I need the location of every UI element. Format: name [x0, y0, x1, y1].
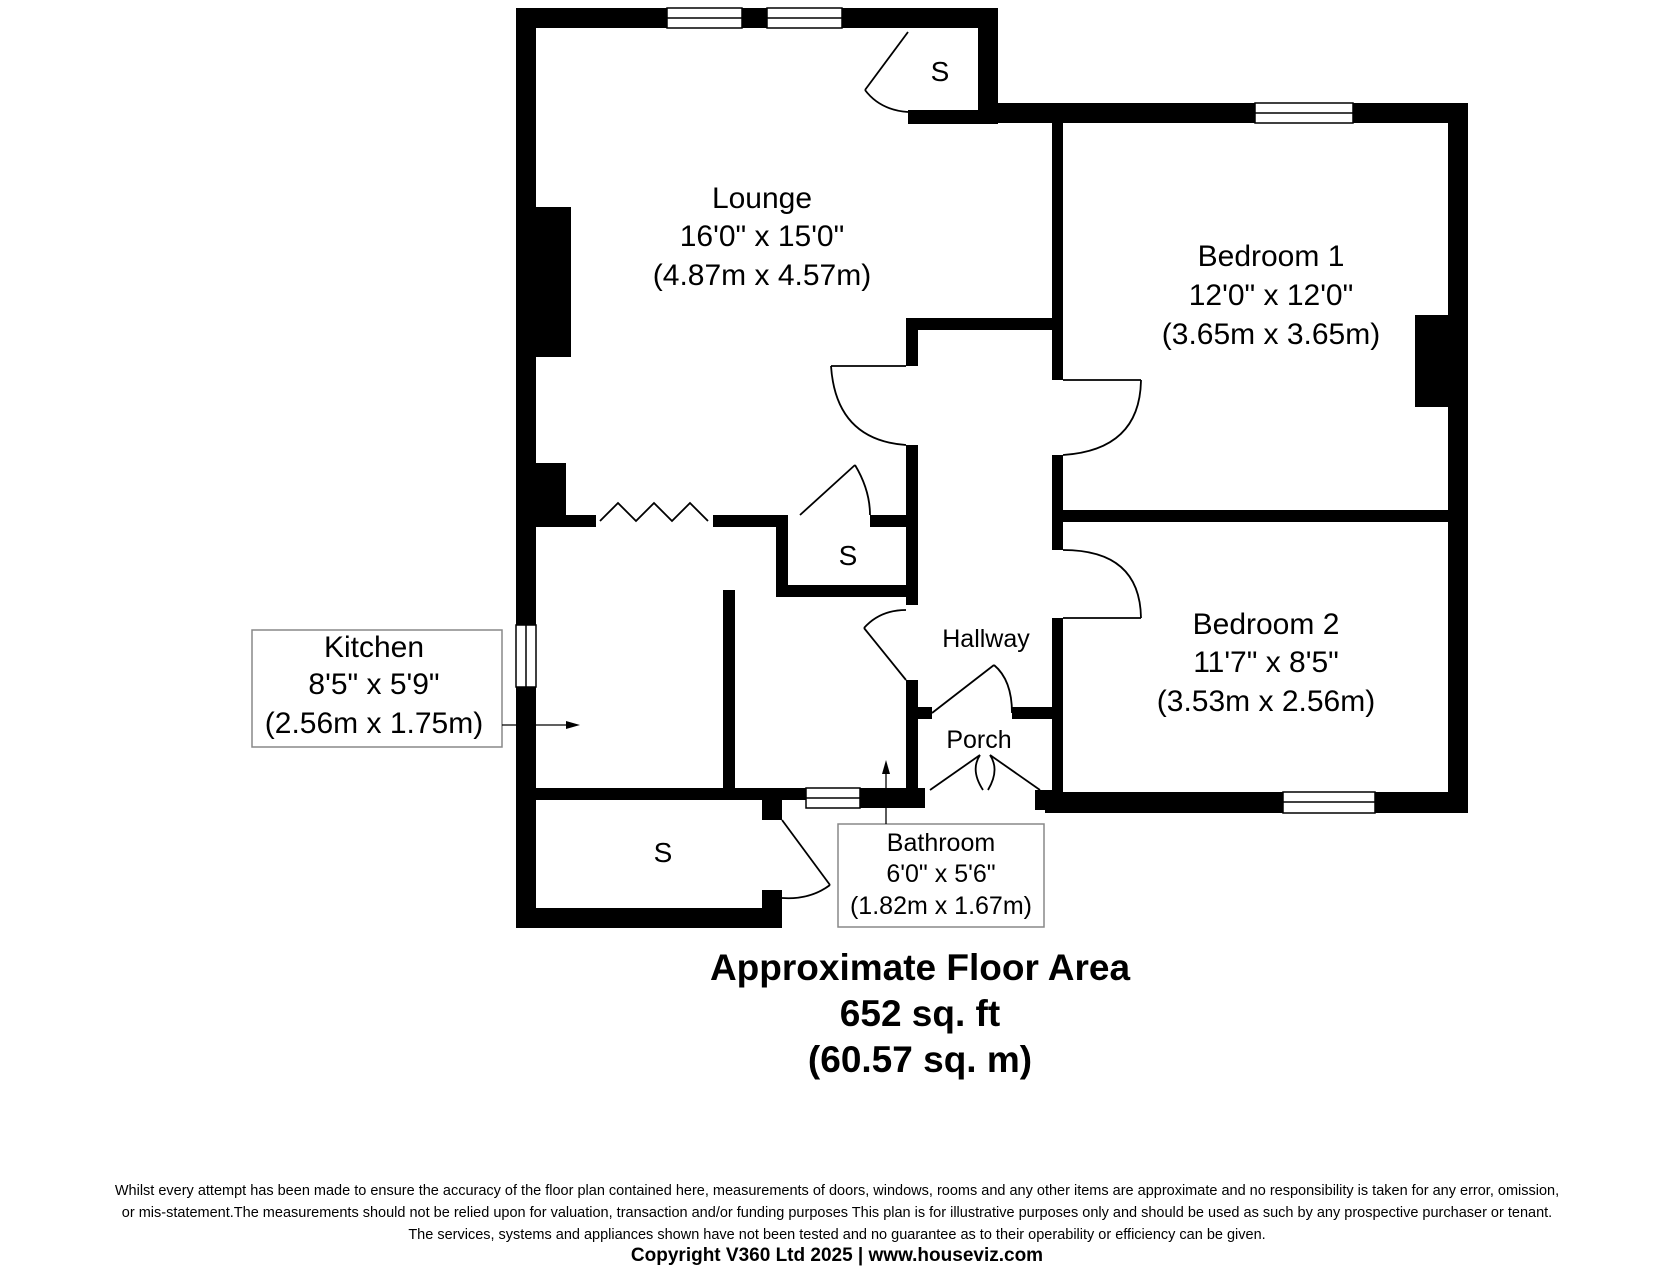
bedroom2-metric: (3.53m x 2.56m): [1157, 685, 1375, 718]
disclaimer-line: The services, systems and appliances sho…: [408, 1227, 1266, 1243]
disclaimer-line: Whilst every attempt has been made to en…: [114, 1183, 1560, 1199]
wall: [906, 318, 918, 366]
floor-area-summary: Approximate Floor Area 652 sq. ft (60.57…: [670, 945, 1170, 1083]
wall: [713, 515, 788, 527]
wall: [516, 788, 806, 800]
lounge-name: Lounge: [712, 182, 812, 215]
wall: [776, 515, 788, 590]
hallway-name: Hallway: [942, 625, 1030, 653]
kitchen-imperial: 8'5" x 5'9": [308, 668, 439, 701]
wall: [1052, 455, 1063, 515]
wall: [1052, 510, 1452, 522]
kitchen-name: Kitchen: [324, 631, 424, 664]
floor-area-title: Approximate Floor Area: [709, 947, 1131, 988]
wall: [978, 8, 998, 120]
wall: [516, 908, 782, 928]
disclaimer: Whilst every attempt has been made to en…: [0, 1180, 1674, 1246]
lounge-imperial: 16'0" x 15'0": [680, 220, 845, 253]
bathroom-imperial: 6'0" x 5'6": [886, 860, 995, 888]
chimney-breast: [536, 207, 571, 357]
kitchen-metric: (2.56m x 1.75m): [265, 707, 483, 740]
wall: [516, 8, 997, 28]
bathroom-metric: (1.82m x 1.67m): [850, 892, 1032, 920]
wall: [908, 110, 998, 124]
wall: [762, 790, 782, 820]
wall: [1052, 510, 1063, 550]
wall: [860, 788, 925, 808]
floor-area-imperial: 652 sq. ft: [839, 993, 1001, 1034]
store-label: S: [654, 837, 673, 868]
copyright: Copyright V360 Ltd 2025 | www.houseviz.c…: [630, 1245, 1044, 1266]
wall: [762, 890, 782, 928]
chimney-breast: [536, 463, 566, 527]
wall: [906, 707, 932, 719]
kitchen-pointer-arrowhead: [566, 721, 580, 729]
wall: [1045, 792, 1468, 813]
bedroom1-name: Bedroom 1: [1198, 240, 1345, 273]
disclaimer-line: or mis-statement.The measurements should…: [121, 1205, 1553, 1221]
wall: [906, 318, 1056, 330]
floor-plan: Lounge 16'0" x 15'0" (4.87m x 4.57m) Bed…: [251, 7, 1468, 928]
store-label: S: [931, 56, 950, 87]
doors: [599, 31, 1142, 900]
kitchen-label-box: [251, 629, 503, 748]
bathroom-label-box: [837, 823, 1045, 928]
walls: [516, 8, 1468, 928]
bedroom1-metric: (3.65m x 3.65m): [1162, 318, 1380, 351]
bathroom-pointer-arrowhead: [882, 760, 890, 774]
store-label: S: [839, 540, 858, 571]
wall: [1012, 707, 1062, 719]
wall: [1035, 790, 1055, 810]
wall: [978, 103, 1468, 123]
bathroom-name: Bathroom: [887, 829, 995, 857]
wall: [776, 585, 916, 597]
bedroom2-name: Bedroom 2: [1193, 608, 1340, 641]
wall: [723, 590, 735, 798]
wall: [1448, 103, 1468, 813]
floor-area-metric: (60.57 sq. m): [807, 1039, 1033, 1080]
windows: [515, 7, 1376, 814]
porch-name: Porch: [946, 726, 1011, 754]
wall: [1052, 120, 1063, 380]
lounge-metric: (4.87m x 4.57m): [653, 259, 871, 292]
wall: [906, 680, 918, 800]
wall: [516, 8, 536, 928]
wall: [870, 515, 915, 527]
bedroom1-imperial: 12'0" x 12'0": [1189, 279, 1354, 312]
bedroom2-imperial: 11'7" x 8'5": [1193, 646, 1339, 679]
chimney-breast: [1415, 315, 1450, 407]
